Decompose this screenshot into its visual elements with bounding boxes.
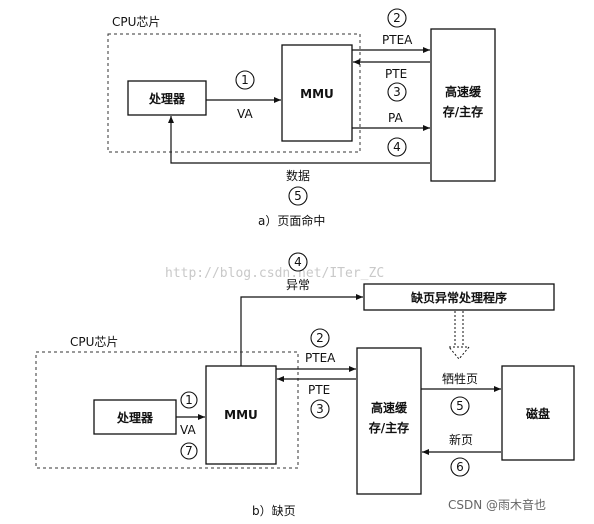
- mmu-box-a: [281, 44, 353, 142]
- victim-page-label-b: 牺牲页: [442, 372, 478, 386]
- step-2-a: 2: [393, 11, 401, 25]
- caption-a: a）页面命中: [258, 213, 325, 228]
- cache-memory-box-b: [356, 347, 422, 495]
- step-1-circle-a: [235, 70, 255, 90]
- va-label-b: VA: [180, 423, 196, 437]
- diagram-a: CPU芯片 处理器 MMU 高速缓 存/主存 1 VA 2 PTEA PTE 3…: [107, 8, 496, 228]
- cache-label-b-line1: 高速缓: [371, 400, 408, 415]
- handler-to-disk-arrow-b: [447, 311, 471, 360]
- new-page-label-b: 新页: [449, 432, 473, 447]
- disk-label-b: 磁盘: [525, 406, 550, 421]
- step-4-circle-b: [288, 252, 308, 272]
- step-2-circle-b: [310, 328, 330, 348]
- processor-box-b: [93, 399, 177, 435]
- processor-box-a: [127, 80, 207, 116]
- cpu-chip-boundary-b: [35, 351, 299, 469]
- pa-label-a: PA: [388, 111, 403, 125]
- mmu-label-b: MMU: [224, 408, 258, 422]
- step-3-circle-a: [387, 82, 407, 102]
- step-4-circle-a: [387, 137, 407, 157]
- mmu-box-b: [205, 365, 277, 465]
- step-1-circle-b: [180, 391, 198, 409]
- step-4-b: 4: [294, 255, 302, 269]
- pte-label-b: PTE: [308, 383, 330, 397]
- step-3-b: 3: [316, 402, 324, 416]
- disk-box-b: [501, 365, 575, 461]
- cache-memory-box-a: [430, 28, 496, 182]
- exception-label-b: 异常: [286, 278, 310, 292]
- ptea-label-b: PTEA: [305, 351, 336, 365]
- cpu-chip-label-a: CPU芯片: [112, 15, 160, 29]
- step-5-circle-a: [288, 186, 308, 206]
- pte-label-a: PTE: [385, 67, 407, 81]
- cache-label-a-line2: 存/主存: [442, 104, 483, 119]
- step-6-circle-b: [450, 457, 470, 477]
- step-5-circle-b: [450, 396, 470, 416]
- handler-box-b: [363, 283, 555, 311]
- step-5-a: 5: [294, 189, 302, 203]
- step-3-circle-b: [310, 399, 330, 419]
- va-label-a: VA: [237, 107, 253, 121]
- step-7-circle-b: [180, 442, 198, 460]
- cpu-chip-label-b: CPU芯片: [70, 335, 118, 349]
- data-label-a: 数据: [286, 168, 310, 183]
- caption-b: b）缺页: [252, 503, 296, 518]
- data-arrow-a: [168, 116, 430, 164]
- step-1-b: 1: [185, 393, 193, 407]
- exception-arrow-b: [240, 294, 363, 366]
- step-2-circle-a: [387, 8, 407, 28]
- diagram-b: 缺页异常处理程序 4 异常 CPU芯片 处理器 MMU 高速缓 存/主存 磁盘: [35, 252, 575, 518]
- step-3-a: 3: [393, 85, 401, 99]
- footer-attribution: CSDN @雨木音也: [448, 497, 546, 512]
- step-1-a: 1: [241, 73, 249, 87]
- cache-label-b-line2: 存/主存: [368, 420, 409, 435]
- step-4-a: 4: [393, 140, 401, 154]
- cache-label-a-line1: 高速缓: [445, 84, 482, 99]
- step-5-b: 5: [456, 399, 464, 413]
- mmu-label-a: MMU: [300, 87, 334, 101]
- handler-label-b: 缺页异常处理程序: [411, 290, 507, 305]
- watermark: http://blog.csdn.net/ITer_ZC: [165, 266, 384, 281]
- processor-label-a: 处理器: [148, 91, 186, 106]
- cpu-chip-boundary-a: [107, 33, 361, 153]
- step-6-b: 6: [456, 460, 464, 474]
- ptea-label-a: PTEA: [382, 33, 413, 47]
- processor-label-b: 处理器: [116, 410, 154, 425]
- step-7-b: 7: [185, 444, 193, 458]
- step-2-b: 2: [316, 331, 324, 345]
